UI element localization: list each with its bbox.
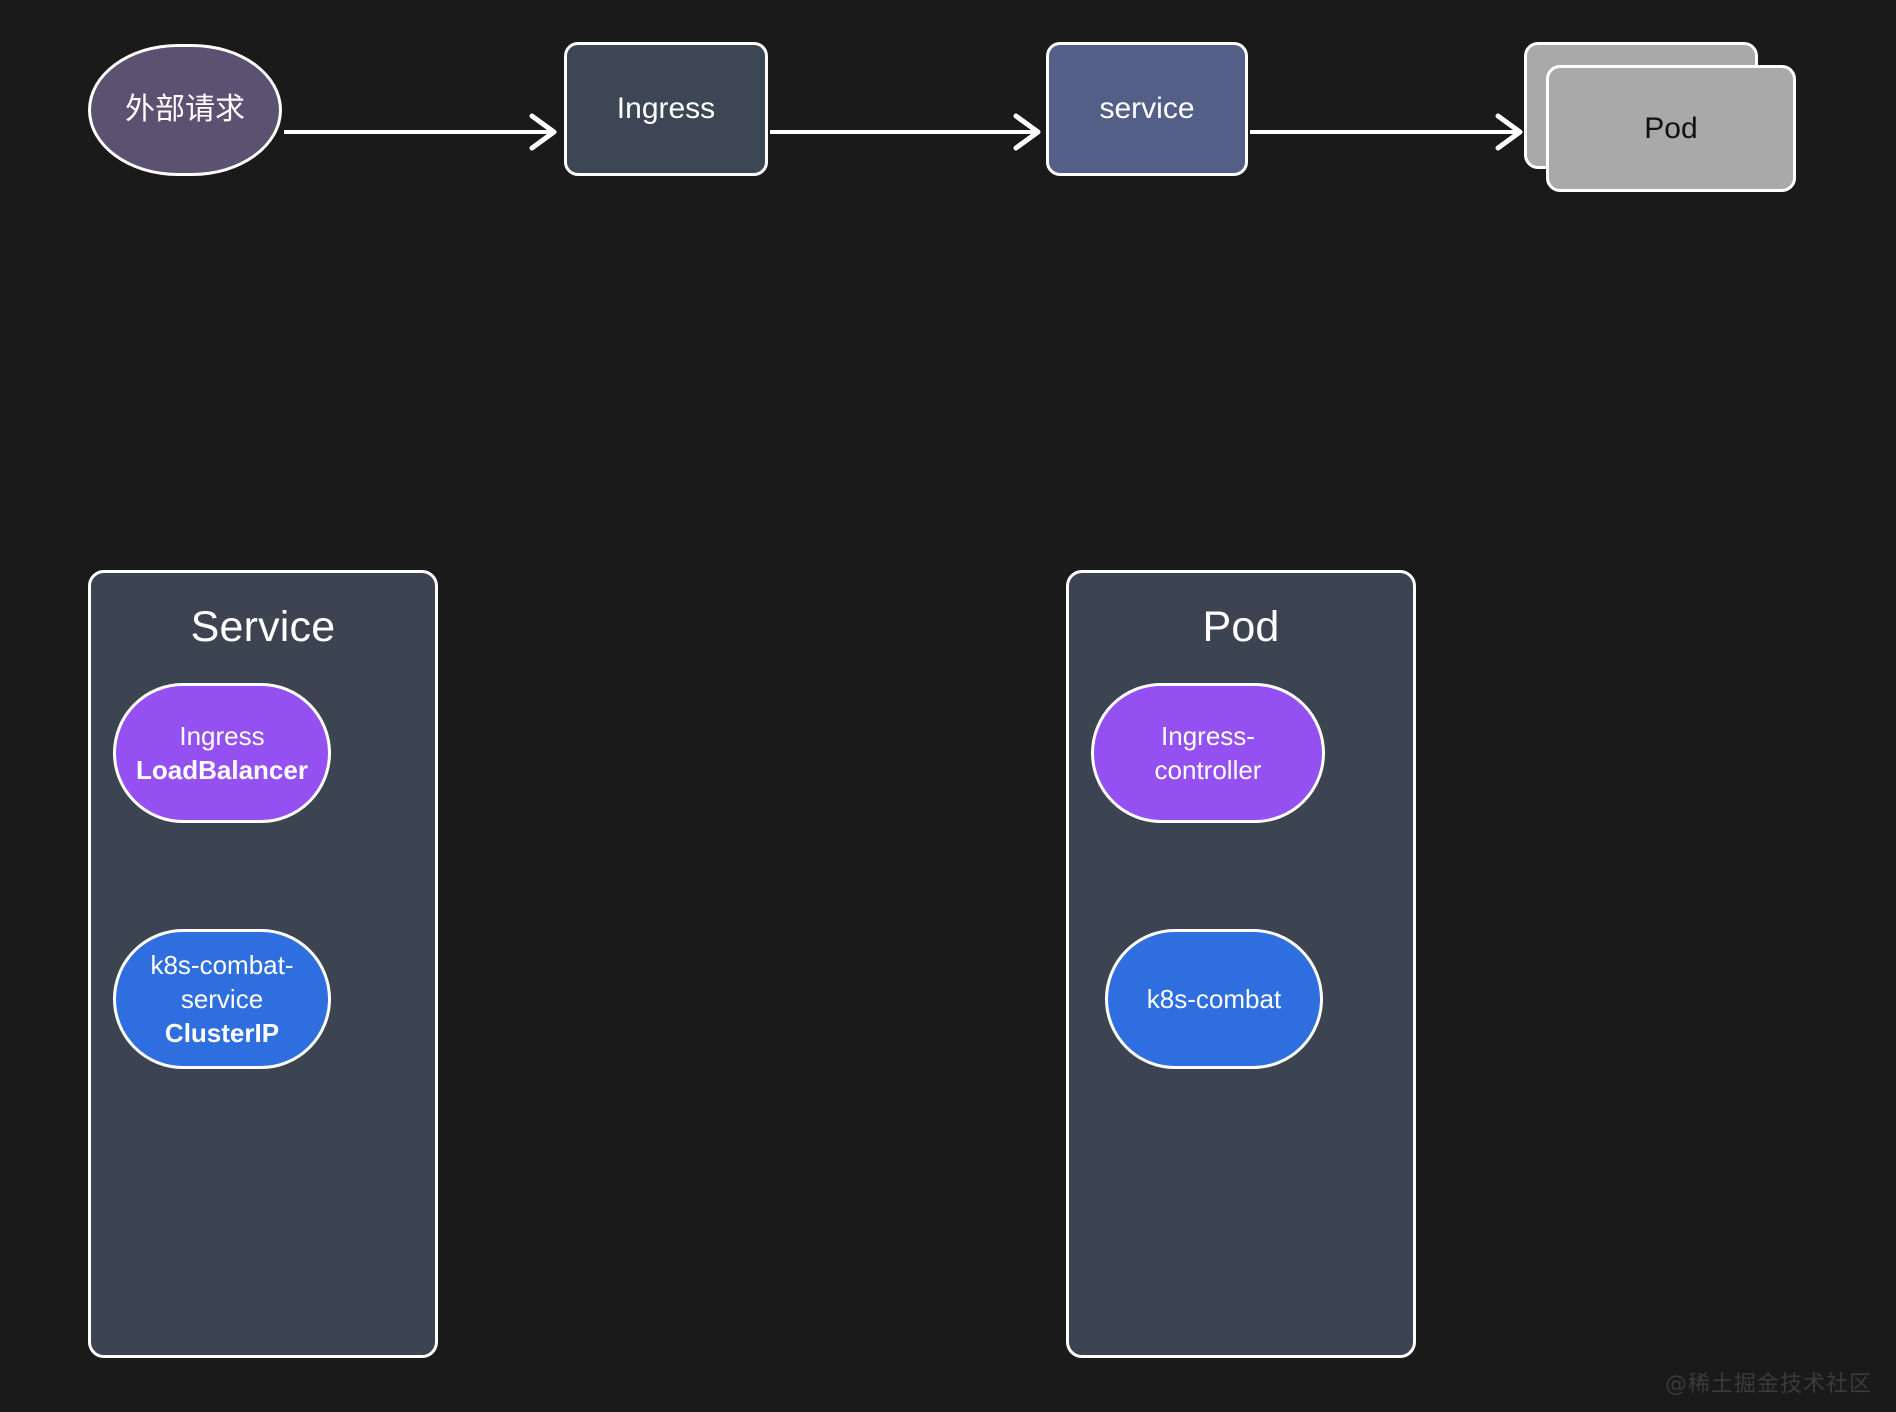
group-panel-pod-items: Ingress- controller k8s-combat — [1069, 573, 1413, 1355]
pill-k8s-combat-line1: k8s-combat — [1146, 983, 1282, 1014]
arrow-service-to-pod — [1250, 112, 1530, 152]
group-panel-pod-title: Pod — [1202, 603, 1280, 651]
pod-card-front[interactable]: Pod — [1546, 65, 1796, 192]
flow-node-service[interactable]: service — [1046, 42, 1248, 176]
pill-ingress-controller[interactable]: Ingress- controller — [1091, 683, 1325, 823]
pill-k8s-combat[interactable]: k8s-combat — [1105, 929, 1323, 1069]
flow-node-ingress[interactable]: Ingress — [564, 42, 768, 176]
flow-node-ingress-label: Ingress — [616, 92, 716, 126]
pill-k8s-combat-service-line3: ClusterIP — [164, 1018, 280, 1049]
flow-node-pod-label: Pod — [1644, 111, 1698, 145]
group-panel-service-items: Ingress LoadBalancer k8s-combat- service… — [91, 573, 435, 1355]
pill-ingress-controller-line1: Ingress- — [1161, 720, 1255, 751]
pill-k8s-combat-service-line2: service — [180, 983, 264, 1014]
flow-node-pod-stack[interactable]: Pod — [1524, 42, 1796, 192]
group-panel-pod[interactable]: Pod Ingress- controller k8s-combat — [1066, 570, 1416, 1358]
arrow-ingress-to-service — [770, 112, 1048, 152]
group-panel-service[interactable]: Service Ingress LoadBalancer k8s-combat-… — [88, 570, 438, 1358]
pill-k8s-combat-service-line1: k8s-combat- — [150, 949, 294, 980]
flow-node-service-label: service — [1099, 92, 1195, 126]
pill-ingress-loadbalancer[interactable]: Ingress LoadBalancer — [113, 683, 331, 823]
group-panel-service-title: Service — [190, 603, 336, 651]
pill-k8s-combat-service-clusterip[interactable]: k8s-combat- service ClusterIP — [113, 929, 331, 1069]
watermark: @稀土掘金技术社区 — [1664, 1372, 1872, 1397]
pill-ingress-loadbalancer-line1: Ingress — [179, 720, 265, 751]
pill-ingress-loadbalancer-line3: LoadBalancer — [136, 755, 308, 785]
pill-ingress-controller-line2: controller — [1154, 755, 1262, 785]
arrow-external-request-to-ingress — [284, 112, 564, 152]
flow-node-external-request-label: 外部请求 — [125, 93, 245, 127]
flow-node-external-request[interactable]: 外部请求 — [88, 44, 282, 176]
